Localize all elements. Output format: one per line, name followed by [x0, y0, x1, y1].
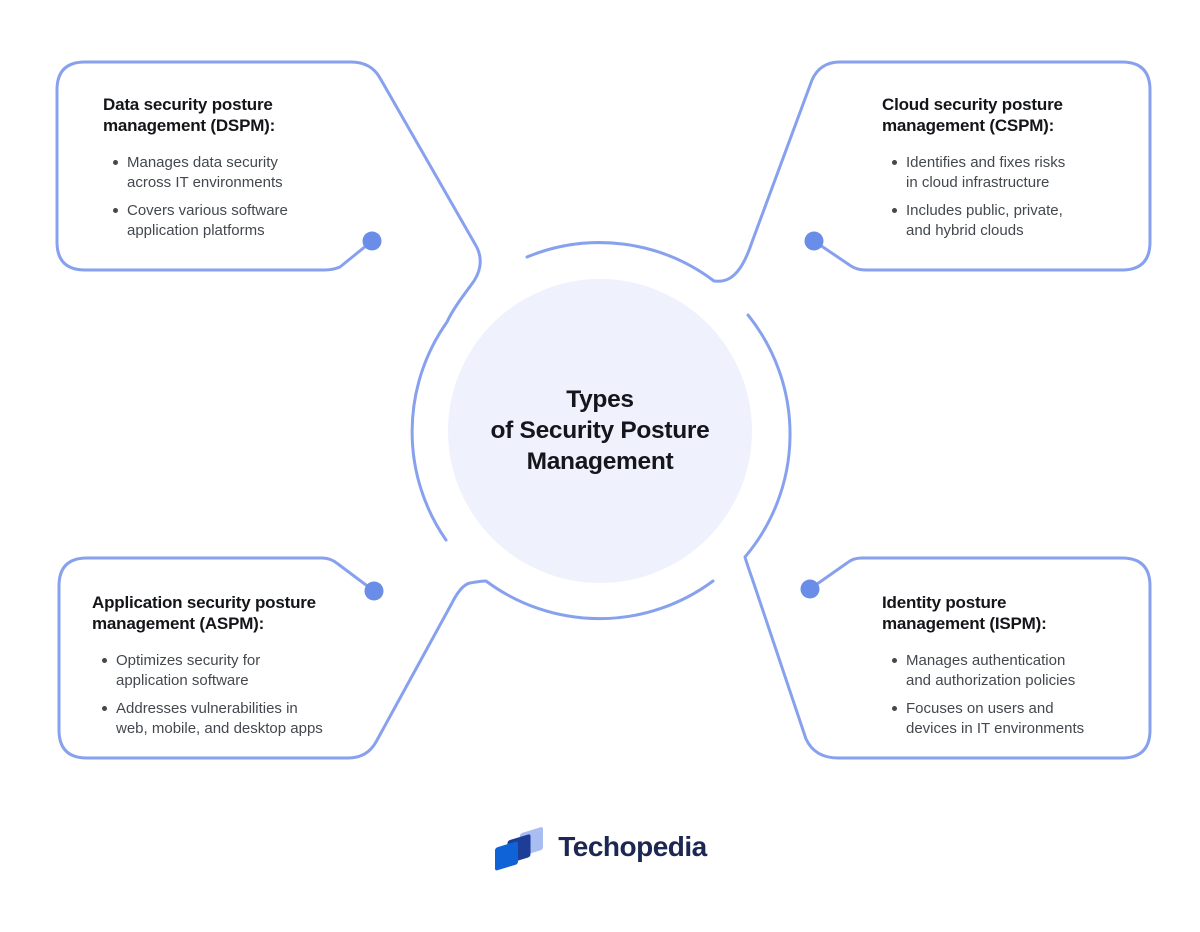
card-title-dspm: Data security posture management (DSPM):	[103, 94, 403, 136]
card-ispm: Identity posture management (ISPM): Mana…	[882, 592, 1182, 738]
bullet-item: Manages authentication and authorization…	[892, 651, 1182, 690]
card-title-ispm: Identity posture management (ISPM):	[882, 592, 1182, 634]
card-bullets-dspm: Manages data security across IT environm…	[103, 153, 403, 240]
logo-tile-front	[495, 841, 519, 871]
bullet-item: Focuses on users and devices in IT envir…	[892, 699, 1182, 738]
center-circle	[448, 279, 752, 583]
card-title-aspm: Application security posture management …	[92, 592, 392, 634]
brand-name: Techopedia	[558, 831, 707, 862]
card-bullets-ispm: Manages authentication and authorization…	[882, 651, 1182, 738]
bullet-item: Manages data security across IT environm…	[113, 153, 403, 192]
card-aspm: Application security posture management …	[92, 592, 392, 738]
center-title-line: Management	[526, 448, 674, 475]
card-outline-dspm	[55, 60, 482, 542]
card-bullets-aspm: Optimizes security for application softw…	[92, 651, 392, 738]
connector-dot-aspm	[364, 581, 384, 601]
bullet-item: Includes public, private, and hybrid clo…	[892, 201, 1182, 240]
center-title: Types of Security Posture Management	[440, 384, 760, 477]
bullet-item: Optimizes security for application softw…	[102, 651, 392, 690]
card-title-line: Cloud security posture	[882, 95, 1063, 114]
card-title-cspm: Cloud security posture management (CSPM)…	[882, 94, 1182, 136]
card-title-line: management (ISPM):	[882, 614, 1047, 633]
card-outline-cspm	[525, 60, 1152, 283]
connector-dot-cspm	[804, 231, 824, 251]
bullet-item: Covers various software application plat…	[113, 201, 403, 240]
card-outline-aspm	[57, 556, 715, 760]
card-title-line: management (ASPM):	[92, 614, 265, 633]
techopedia-logo-icon	[495, 827, 544, 871]
center-title-line: Types	[566, 386, 634, 413]
card-title-line: Application security posture	[92, 593, 316, 612]
card-outline-ispm	[743, 313, 1152, 760]
center-title-line: of Security Posture	[490, 417, 710, 444]
connector-dot-ispm	[800, 579, 820, 599]
card-title-line: management (DSPM):	[103, 116, 276, 135]
card-dspm: Data security posture management (DSPM):…	[103, 94, 403, 240]
card-title-line: Data security posture	[103, 95, 273, 114]
card-title-line: Identity posture	[882, 593, 1007, 612]
connector-dot-dspm	[362, 231, 382, 251]
bullet-item: Addresses vulnerabilities in web, mobile…	[102, 699, 392, 738]
bullet-item: Identifies and fixes risks in cloud infr…	[892, 153, 1182, 192]
brand-logo: Techopedia	[0, 819, 1200, 875]
card-bullets-cspm: Identifies and fixes risks in cloud infr…	[882, 153, 1182, 240]
card-cspm: Cloud security posture management (CSPM)…	[882, 94, 1182, 240]
card-title-line: management (CSPM):	[882, 116, 1055, 135]
